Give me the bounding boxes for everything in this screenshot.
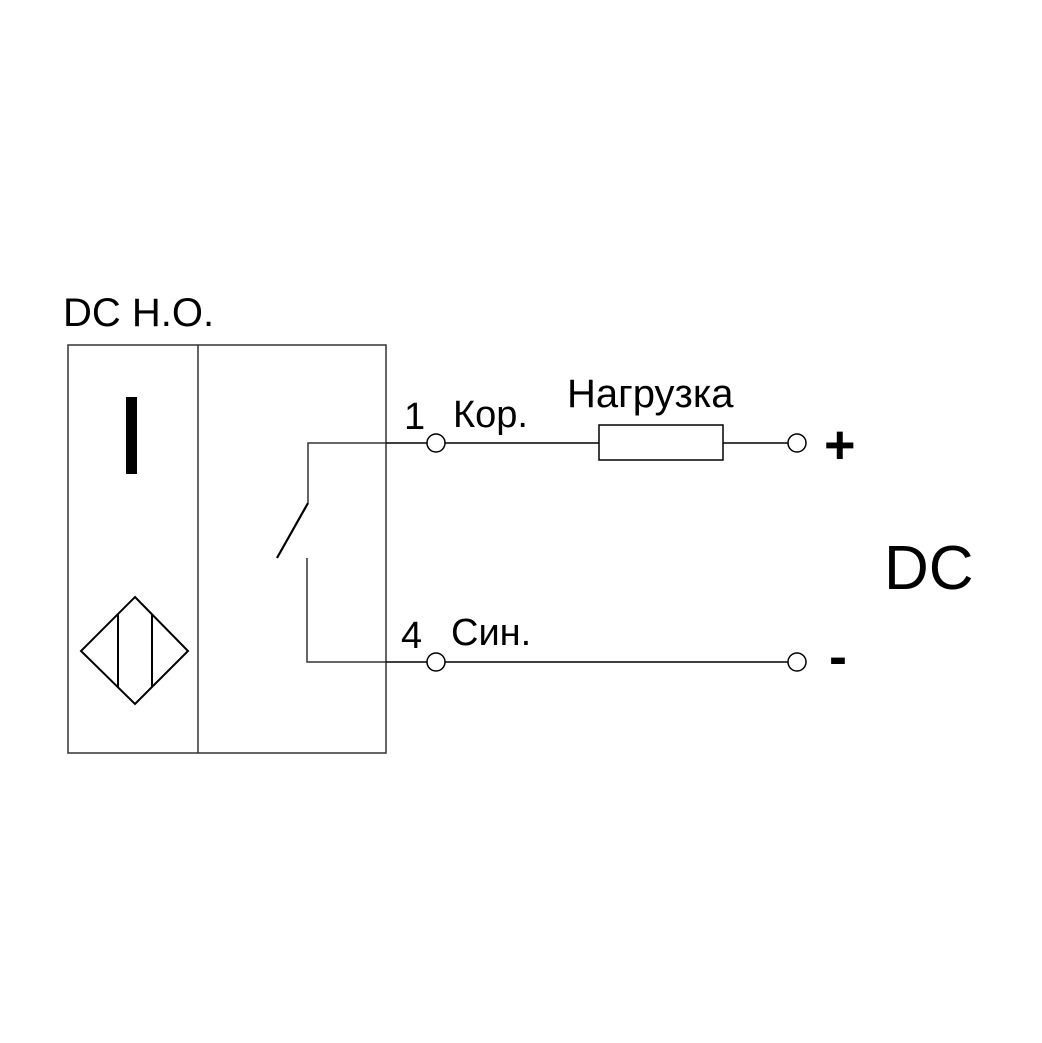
diagram-title: DC Н.О. xyxy=(63,291,215,335)
load-label: Нагрузка xyxy=(567,372,734,416)
terminal-4-wire-label: Син. xyxy=(451,612,532,654)
inductive-sensor-icon xyxy=(79,595,190,706)
wire-terminal-1 xyxy=(386,424,807,461)
wire-terminal-4 xyxy=(386,652,807,672)
minus-terminal-icon xyxy=(787,652,807,672)
terminal-1-wire-label: Кор. xyxy=(453,394,528,436)
plus-terminal-icon xyxy=(787,433,807,453)
terminal-1-number: 1 xyxy=(404,396,426,438)
supply-dc-label: DC xyxy=(884,534,974,603)
supply-plus-label: + xyxy=(824,415,856,475)
load-resistor-icon xyxy=(598,424,724,461)
sensor-type-bar-icon xyxy=(126,397,137,474)
normally-open-switch-icon xyxy=(276,442,386,663)
sensor-housing xyxy=(67,344,387,754)
terminal-4-number: 4 xyxy=(401,615,423,657)
supply-minus-label: - xyxy=(829,627,847,687)
